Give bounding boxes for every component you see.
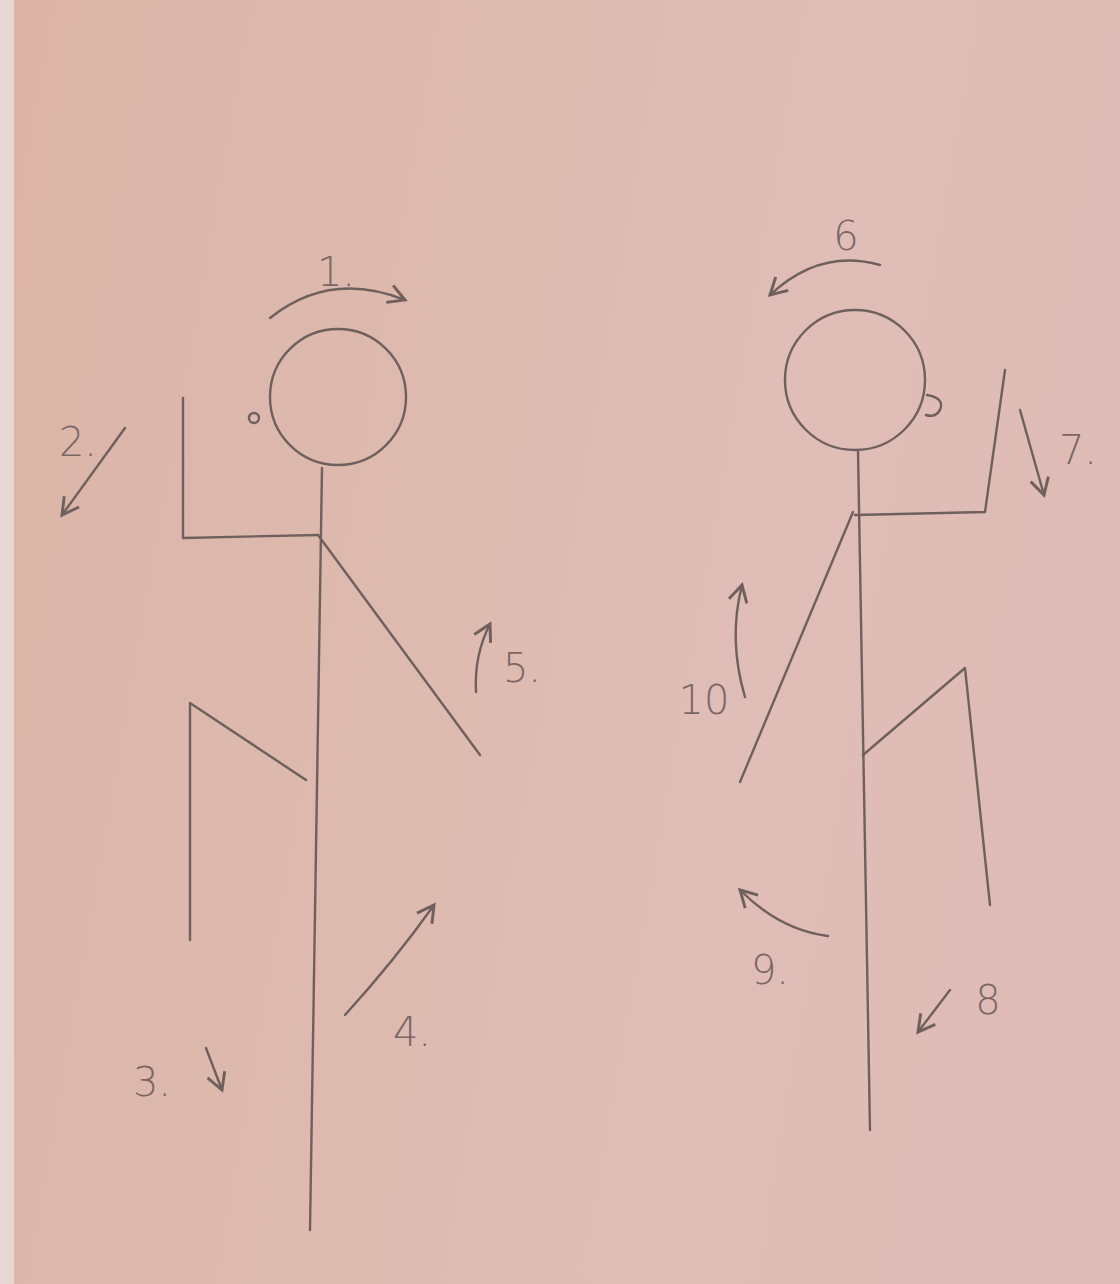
- figure-arm: [855, 370, 1005, 515]
- figure-head: [785, 310, 925, 450]
- callout-number: 9.: [751, 950, 789, 990]
- callout-number: 7.: [1059, 430, 1097, 470]
- figure-ear: [926, 395, 941, 416]
- figure-body: [858, 450, 870, 1130]
- figure-leg: [190, 703, 306, 940]
- figure-ear: [249, 413, 259, 423]
- figure-head: [270, 329, 406, 465]
- callout-number: 1.: [317, 252, 355, 292]
- figure-arm: [740, 512, 853, 782]
- motion-arrow: [1020, 410, 1044, 495]
- figure-body: [310, 468, 322, 1230]
- motion-arrow: [476, 624, 490, 692]
- motion-arrow: [740, 890, 828, 936]
- motion-arrow: [270, 288, 405, 318]
- motion-arrow: [736, 585, 745, 697]
- motion-arrow: [345, 905, 434, 1015]
- callout-number: 10: [679, 680, 730, 720]
- callout-number: 4.: [393, 1012, 431, 1052]
- paper-edge: [0, 0, 14, 1284]
- callout-number: 6: [833, 216, 858, 256]
- callout-number: 8: [975, 980, 1000, 1020]
- motion-arrow: [918, 990, 950, 1032]
- figure-arm: [318, 535, 480, 755]
- motion-arrow: [206, 1048, 222, 1090]
- callout-number: 3.: [133, 1062, 171, 1102]
- figure-arm: [183, 398, 318, 538]
- callout-number: 2.: [59, 422, 97, 462]
- figure-leg: [863, 668, 990, 905]
- callout-number: 5.: [503, 648, 541, 688]
- motion-arrow: [770, 260, 880, 295]
